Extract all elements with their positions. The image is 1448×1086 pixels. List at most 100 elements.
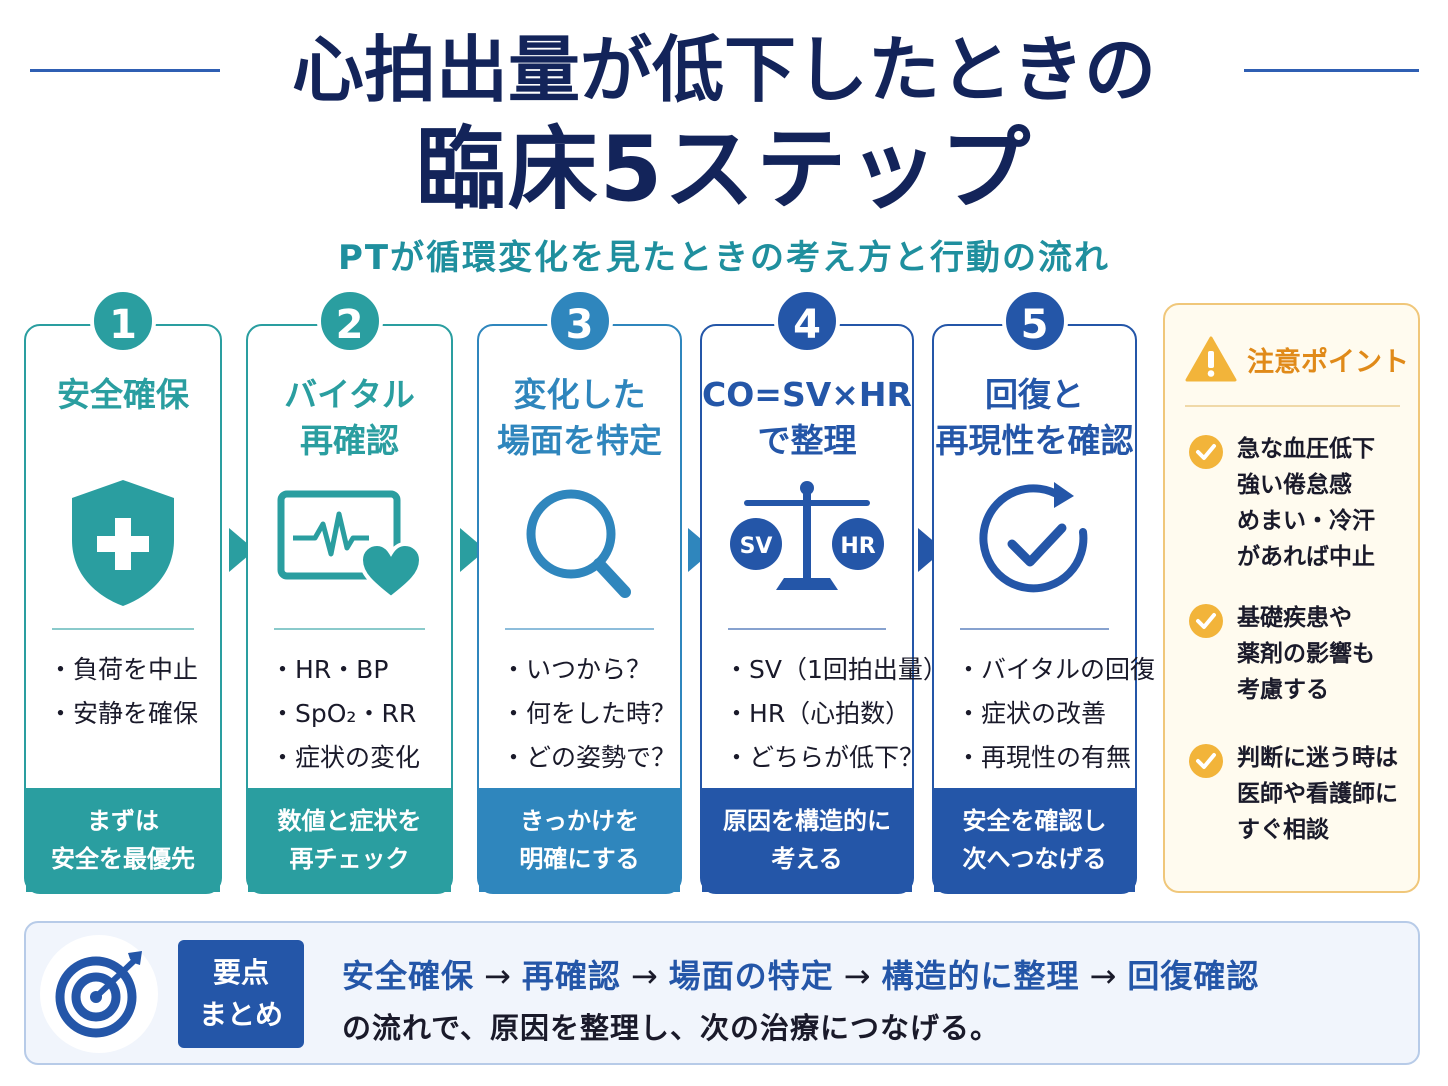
step-bullets: HR・BPSpO₂・RR症状の変化 [270, 648, 441, 780]
caution-item-line: めまい・冷汗 [1237, 508, 1375, 534]
step-card-1: 安全確保 負荷を中止安静を確保まずは安全を最優先 [24, 324, 222, 894]
step-footer-line: 安全を確認し [962, 807, 1107, 835]
step-title: バイタル再確認 [248, 372, 451, 464]
shield-plus-icon [38, 474, 208, 614]
list-item: 症状の改善 [956, 692, 1125, 736]
check-icon [1189, 435, 1223, 469]
step-footer: 安全を確認し次へつなげる [934, 788, 1135, 892]
caution-item-line: 急な血圧低下 [1237, 436, 1375, 462]
vital-monitor-heart-icon [265, 474, 435, 614]
caution-item: 急な血圧低下強い倦怠感めまい・冷汗があれば中止 [1189, 431, 1408, 575]
caution-item-line: 強い倦怠感 [1237, 472, 1352, 498]
warning-icon [1185, 336, 1237, 382]
step-title-line: 安全確保 [57, 375, 189, 414]
step-title-line: 回復と [985, 375, 1084, 414]
flow-step: 場面の特定 [668, 957, 834, 995]
page-title-main: 臨床5ステップ [415, 117, 1033, 222]
list-item: どの姿勢で？ [501, 736, 676, 780]
caution-panel: 注意ポイント 急な血圧低下強い倦怠感めまい・冷汗があれば中止基礎疾患や薬剤の影響… [1163, 303, 1420, 893]
step-footer-line: 次へつなげる [962, 845, 1107, 873]
balance-scale-icon: SV HR [722, 474, 892, 614]
list-item: SV（1回拍出量） [724, 648, 948, 692]
title-rule-right [1244, 69, 1419, 72]
step-number-badge: 4 [774, 288, 840, 354]
summary-icon-circle [40, 935, 158, 1053]
magnifier-icon [495, 474, 665, 614]
summary-panel: 要点 まとめ 安全確保→再確認→場面の特定→構造的に整理→回復確認 の流れで、原… [24, 921, 1420, 1065]
scale-label-left: SV [740, 534, 773, 559]
step-footer: 数値と症状を再チェック [248, 788, 451, 892]
step-footer-line: 考える [771, 845, 843, 873]
summary-label: 要点 まとめ [178, 940, 304, 1048]
step-bullets: 負荷を中止安静を確保 [48, 648, 210, 736]
list-item: 症状の変化 [270, 736, 441, 780]
step-number-badge: 3 [546, 288, 613, 354]
step-divider [274, 628, 425, 630]
step-bullets: いつから？何をした時？どの姿勢で？ [501, 648, 676, 780]
check-icon [1189, 744, 1223, 778]
step-number-badge: 2 [316, 288, 383, 354]
step-footer-line: きっかけを [519, 807, 640, 835]
caution-item-line: があれば中止 [1237, 544, 1375, 570]
list-item: 再現性の有無 [956, 736, 1131, 780]
step-title-line: 変化した [513, 375, 646, 414]
summary-flow: 安全確保→再確認→場面の特定→構造的に整理→回復確認 [342, 951, 1259, 997]
step-title-line: 場面を特定 [497, 421, 662, 460]
caution-item-line: 薬剤の影響も [1237, 641, 1375, 667]
step-bullets: バイタルの回復症状の改善再現性の有無 [956, 648, 1155, 780]
summary-label-line: 要点 [212, 956, 269, 989]
list-item: HR・BP [270, 648, 441, 692]
list-item: 安静を確保 [48, 692, 210, 736]
caution-item: 判断に迷う時は医師や看護師にすぐ相談 [1189, 740, 1408, 848]
step-divider [52, 628, 194, 630]
step-title-line: で整理 [757, 421, 857, 460]
caution-header: 注意ポイント [1185, 331, 1409, 387]
flow-step: 回復確認 [1127, 957, 1260, 995]
step-footer-line: 安全を最優先 [51, 845, 195, 873]
caution-item-line: すぐ相談 [1237, 817, 1329, 843]
list-item: どちらが低下？ [724, 736, 924, 780]
caution-item-text: 急な血圧低下強い倦怠感めまい・冷汗があれば中止 [1237, 431, 1375, 575]
list-item: 負荷を中止 [48, 648, 210, 692]
list-item: SpO₂・RR [270, 692, 441, 736]
step-bullets: SV（1回拍出量）HR（心拍数）どちらが低下？ [724, 648, 948, 780]
step-title-line: バイタル [284, 375, 415, 414]
step-footer: きっかけを明確にする [479, 788, 680, 892]
caution-item-line: 判断に迷う時は [1237, 745, 1398, 771]
step-footer-line: 数値と症状を [277, 807, 422, 835]
step-footer-line: まずは [87, 807, 159, 835]
page-subtitle: PTが循環変化を見たときの考え方と行動の流れ [337, 238, 1111, 278]
step-footer: 原因を構造的に考える [702, 788, 912, 892]
caution-item-text: 基礎疾患や薬剤の影響も考慮する [1237, 600, 1375, 708]
step-title-line: CO=SV×HR [702, 375, 912, 414]
step-title: 回復と再現性を確認 [934, 372, 1135, 464]
scale-label-right: HR [840, 534, 875, 559]
step-footer-line: 原因を構造的に [723, 807, 891, 835]
caution-item-text: 判断に迷う時は医師や看護師にすぐ相談 [1237, 740, 1398, 848]
step-footer: まずは安全を最優先 [26, 788, 220, 892]
flow-arrow: → [1089, 957, 1118, 995]
caution-item: 基礎疾患や薬剤の影響も考慮する [1189, 600, 1408, 708]
list-item: 何をした時？ [501, 692, 676, 736]
title-rule-left [30, 69, 220, 72]
flow-arrow: → [630, 957, 659, 995]
refresh-check-icon [950, 474, 1120, 614]
flow-step: 構造的に整理 [881, 957, 1080, 995]
caution-item-line: 基礎疾患や [1237, 605, 1352, 631]
summary-label-line: まとめ [198, 998, 283, 1031]
list-item: いつから？ [501, 648, 670, 692]
step-footer-line: 明確にする [519, 845, 640, 873]
step-card-4: CO=SV×HR で整理 SV HR SV（1回拍出量）HR（心拍数）どちらが低下… [700, 324, 948, 894]
step-divider [505, 628, 654, 630]
page-title: 心拍出量が低下したときの [291, 28, 1156, 112]
step-title-line: 再現性を確認 [935, 421, 1134, 460]
flow-arrow: → [484, 957, 512, 995]
step-number-badge: 1 [90, 288, 156, 354]
step-title: 変化した場面を特定 [479, 372, 680, 464]
caution-item-line: 医師や看護師に [1237, 781, 1398, 807]
step-title: CO=SV×HR で整理 [702, 372, 912, 464]
step-footer-line: 再チェック [289, 845, 410, 873]
flow-step: 再確認 [521, 957, 621, 995]
